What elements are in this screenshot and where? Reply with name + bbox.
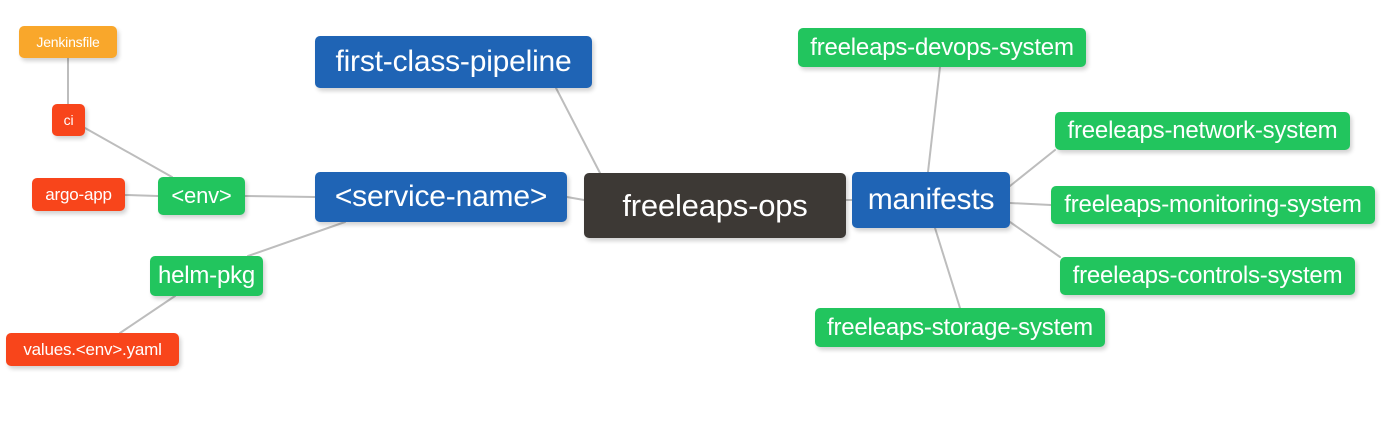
node-label-helm: helm-pkg bbox=[157, 262, 256, 289]
node-label-argoapp: argo-app bbox=[45, 185, 112, 204]
node-label-devops: freeleaps-devops-system bbox=[810, 33, 1074, 61]
node-storage[interactable]: freeleaps-storage-system bbox=[815, 308, 1105, 347]
edge-env-to-service bbox=[244, 195, 316, 198]
node-network[interactable]: freeleaps-network-system bbox=[1055, 112, 1350, 150]
node-label-root: freeleaps-ops bbox=[622, 188, 808, 223]
node-label-jenkinsfile: Jenkinsfile bbox=[36, 34, 100, 50]
edge-service-to-root bbox=[566, 196, 585, 201]
edge-argoapp-to-env bbox=[124, 194, 159, 197]
node-label-monitoring: freeleaps-monitoring-system bbox=[1064, 191, 1362, 218]
edge-monitoring-to-manifests bbox=[1009, 202, 1052, 206]
node-manifests[interactable]: manifests bbox=[852, 172, 1010, 228]
edge-values-to-helm bbox=[119, 295, 176, 334]
node-monitoring[interactable]: freeleaps-monitoring-system bbox=[1051, 186, 1375, 224]
node-label-service: <service-name> bbox=[334, 180, 548, 213]
node-label-values: values.<env>.yaml bbox=[23, 340, 162, 359]
edge-devops-to-manifests bbox=[927, 66, 941, 173]
node-label-controls: freeleaps-controls-system bbox=[1072, 262, 1343, 289]
node-label-ci: ci bbox=[63, 112, 74, 128]
node-ci[interactable]: ci bbox=[52, 104, 85, 136]
node-helm[interactable]: helm-pkg bbox=[150, 256, 263, 296]
node-env[interactable]: <env> bbox=[158, 177, 245, 215]
node-controls[interactable]: freeleaps-controls-system bbox=[1060, 257, 1355, 295]
edge-helm-to-service bbox=[247, 221, 346, 257]
node-values[interactable]: values.<env>.yaml bbox=[6, 333, 179, 366]
edge-storage-to-manifests bbox=[934, 227, 961, 309]
edge-network-to-manifests bbox=[1009, 149, 1056, 187]
edge-ci-to-env bbox=[84, 127, 173, 178]
node-label-manifests: manifests bbox=[867, 183, 995, 216]
node-label-env: <env> bbox=[171, 183, 232, 208]
node-root[interactable]: freeleaps-ops bbox=[584, 173, 846, 238]
node-label-pipeline: first-class-pipeline bbox=[335, 45, 572, 78]
node-pipeline[interactable]: first-class-pipeline bbox=[315, 36, 592, 88]
node-service[interactable]: <service-name> bbox=[315, 172, 567, 222]
node-devops[interactable]: freeleaps-devops-system bbox=[798, 28, 1086, 67]
edge-pipeline-to-root bbox=[555, 87, 601, 174]
edge-controls-to-manifests bbox=[1009, 221, 1061, 258]
node-label-storage: freeleaps-storage-system bbox=[827, 313, 1093, 341]
node-argoapp[interactable]: argo-app bbox=[32, 178, 125, 211]
node-label-network: freeleaps-network-system bbox=[1067, 117, 1338, 144]
node-jenkinsfile[interactable]: Jenkinsfile bbox=[19, 26, 117, 58]
